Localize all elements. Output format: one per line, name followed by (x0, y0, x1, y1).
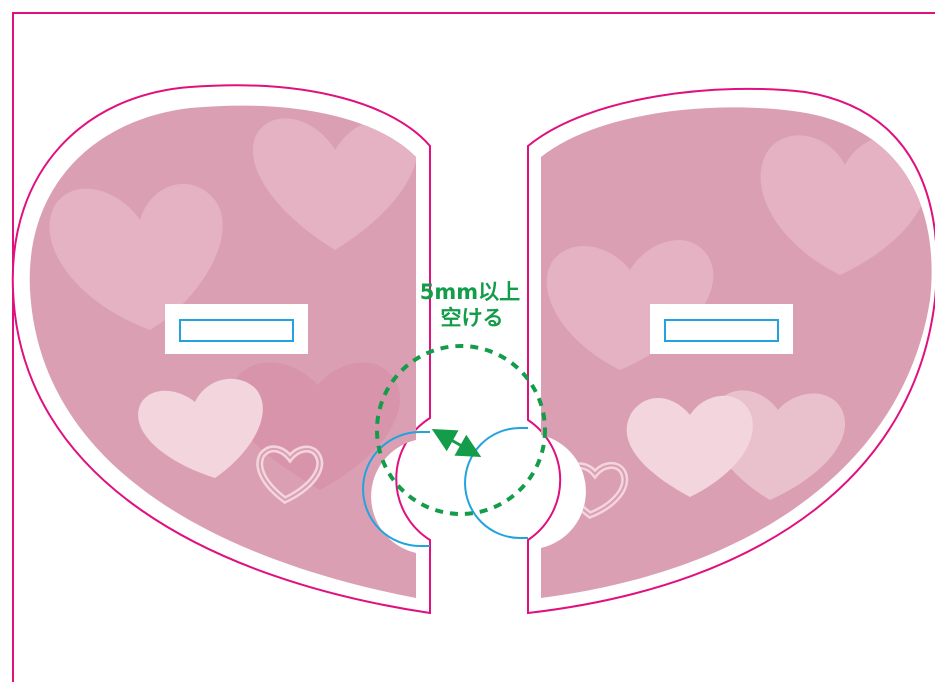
heart-icon (138, 378, 263, 478)
heart-icon (253, 118, 416, 250)
heart-icon (49, 183, 223, 330)
heart-icon (258, 447, 321, 502)
frame-cut-line (12, 12, 935, 682)
heart-icon (760, 135, 929, 275)
double-arrow-icon (431, 429, 482, 457)
left-label-box (165, 304, 308, 354)
right-heart-half (464, 87, 935, 615)
heart-icon (626, 395, 753, 497)
spacing-circle (375, 344, 547, 516)
left-heart-half (11, 84, 431, 615)
right-label-safe-area (664, 319, 779, 342)
right-label-box (650, 304, 793, 354)
right-notch-safe-line (464, 427, 528, 539)
spacing-label-line2: 空ける (441, 306, 504, 330)
heart-icon (229, 362, 400, 490)
left-notch-safe-line (362, 431, 430, 547)
left-label-safe-area (179, 319, 294, 342)
spacing-label-line1: 5mm以上 (420, 280, 520, 304)
spacing-annotation: 5mm以上 空ける (375, 280, 547, 516)
